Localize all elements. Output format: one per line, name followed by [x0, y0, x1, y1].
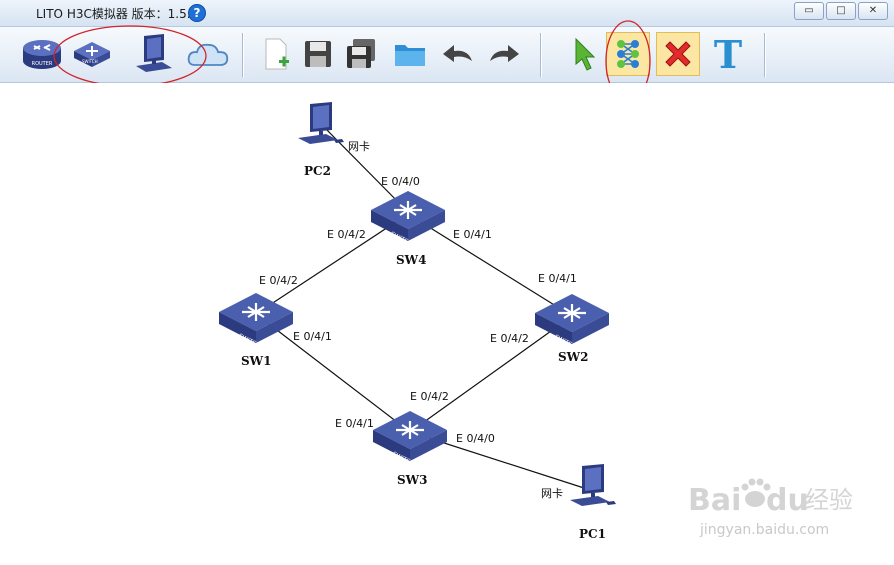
close-button[interactable]: ✕: [858, 2, 888, 20]
pointer-arrow-icon: [575, 37, 596, 71]
port-label-pc1-nic: 网卡: [541, 487, 563, 500]
sw4-name: SW4: [396, 253, 427, 267]
watermark-brand-end: du: [766, 483, 809, 518]
toolbar-separator: [764, 33, 765, 77]
sw1-name: SW1: [241, 354, 272, 368]
maximize-button[interactable]: □: [826, 2, 856, 20]
port-label-sw4-e041: E 0/4/1: [453, 228, 492, 241]
undo-button[interactable]: [436, 32, 480, 76]
select-tool-button[interactable]: [562, 32, 606, 76]
title-bar: LITO H3C模拟器 版本：1.5.2 ? ▭ □ ✕: [0, 0, 894, 27]
port-label-sw1-e041: E 0/4/1: [293, 330, 332, 343]
text-tool-button[interactable]: T: [706, 31, 750, 77]
watermark-suffix: 经验: [805, 486, 853, 514]
annotation-circle: [53, 25, 207, 87]
link-sw2-sw3[interactable]: [409, 315, 573, 433]
minimize-button[interactable]: ▭: [794, 2, 824, 20]
sw2-name: SW2: [558, 350, 589, 364]
link-sw4-sw1[interactable]: [255, 213, 409, 315]
watermark-brand: Bai: [688, 483, 741, 518]
topology-canvas[interactable]: SWITCH SWITCH SWITCH SWITCH PC2 SW4 SW1 …: [0, 83, 894, 561]
sw2-device[interactable]: SWITCH: [533, 292, 611, 350]
port-label-sw1-e042: E 0/4/2: [259, 274, 298, 287]
save-as-icon: [347, 39, 375, 68]
add-router-button[interactable]: ROUTER: [20, 32, 64, 76]
sw3-device[interactable]: SWITCH: [371, 409, 449, 467]
pc1-device[interactable]: [570, 464, 616, 506]
folder-icon: [395, 45, 425, 66]
port-label-sw3-e041: E 0/4/1: [335, 417, 374, 430]
topology-diagram: SWITCH SWITCH SWITCH SWITCH PC2 SW4 SW1 …: [217, 102, 853, 541]
link-sw4-sw2[interactable]: [407, 213, 573, 317]
connect-tool-button[interactable]: [606, 32, 650, 76]
switch-icon-label: SWITCH: [82, 59, 98, 64]
baidu-watermark: Bai du 经验 jingyan.baidu.com: [688, 478, 853, 538]
redo-icon: [490, 45, 519, 62]
sw1-device[interactable]: SWITCH: [217, 291, 295, 349]
pc-icon: [136, 34, 172, 72]
window-controls: ▭ □ ✕: [794, 2, 888, 20]
switch-icon: SWITCH: [74, 42, 110, 67]
port-label-sw3-e040: E 0/4/0: [456, 432, 495, 445]
toolbar-separator: [242, 33, 243, 77]
port-label-sw3-e042: E 0/4/2: [410, 390, 449, 403]
delete-icon: [665, 41, 691, 67]
router-icon: ROUTER: [23, 40, 61, 69]
port-label-sw2-e042: E 0/4/2: [490, 332, 529, 345]
connect-icon: [617, 40, 639, 68]
undo-icon: [443, 45, 472, 62]
add-cloud-button[interactable]: [186, 32, 230, 76]
router-icon-label: ROUTER: [32, 61, 53, 67]
port-label-sw4-e040: E 0/4/0: [381, 175, 420, 188]
help-icon[interactable]: ?: [188, 4, 206, 22]
add-pc-button[interactable]: [132, 32, 176, 76]
port-label-sw4-e042: E 0/4/2: [327, 228, 366, 241]
text-tool-icon: T: [713, 31, 743, 77]
redo-button[interactable]: [482, 32, 526, 76]
toolbar-separator: [540, 33, 541, 77]
add-switch-button[interactable]: SWITCH: [70, 32, 114, 76]
cloud-icon: [187, 43, 229, 66]
toolbar: ROUTER SWITCH: [0, 27, 894, 83]
save-icon: [305, 41, 331, 67]
save-as-button[interactable]: [340, 32, 384, 76]
pc1-name: PC1: [579, 527, 606, 541]
open-folder-button[interactable]: [388, 32, 432, 76]
sw3-name: SW3: [397, 473, 428, 487]
new-file-button[interactable]: [254, 32, 298, 76]
delete-tool-button[interactable]: [656, 32, 700, 76]
link-sw1-sw3[interactable]: [255, 313, 411, 433]
port-label-pc2-nic: 网卡: [348, 140, 370, 153]
new-file-icon: [265, 38, 289, 70]
save-button[interactable]: [296, 32, 340, 76]
sw4-device[interactable]: SWITCH: [369, 189, 447, 247]
window-title: LITO H3C模拟器 版本：1.5.2: [36, 7, 199, 21]
port-label-sw2-e041: E 0/4/1: [538, 272, 577, 285]
paw-icon: [741, 478, 771, 507]
pc2-name: PC2: [304, 164, 331, 178]
pc2-device[interactable]: [298, 102, 344, 144]
watermark-url: jingyan.baidu.com: [699, 522, 829, 538]
